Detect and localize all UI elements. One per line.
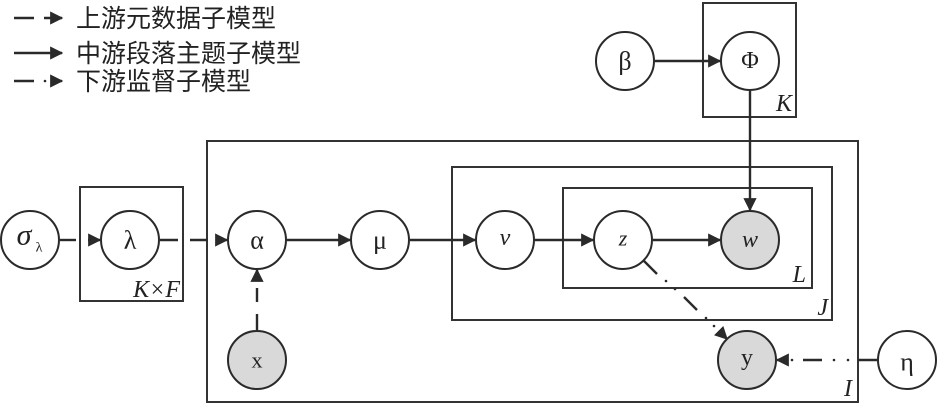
node-z-circle: [593, 210, 653, 270]
plate-I-box: [206, 140, 859, 403]
plate-L-box: [562, 187, 813, 289]
node-x-symbol: x: [252, 348, 263, 373]
node-lambda-circle: [100, 210, 160, 270]
node-beta-symbol: β: [618, 47, 631, 76]
node-phi-symbol: Φ: [741, 48, 759, 74]
legend-label-upstream: 上游元数据子模型: [76, 4, 276, 33]
edge-z-y-dash: [643, 260, 658, 275]
node-x: x: [227, 330, 287, 390]
node-lambda: λ: [100, 210, 160, 270]
node-w-circle: [720, 210, 780, 270]
node-v: v: [475, 210, 535, 270]
node-v-circle: [475, 210, 535, 270]
legend-item-midstream: 中游段落主题子模型: [14, 39, 301, 68]
edge-z-y-dash: [683, 296, 698, 311]
node-eta-circle: [877, 330, 937, 390]
node-beta-circle: [595, 31, 655, 91]
node-sigma-circle: [0, 210, 60, 270]
node-phi-circle: [720, 31, 780, 91]
edge-eta-y-dot: [846, 358, 850, 362]
node-w-symbol: w: [742, 227, 758, 253]
plate-J: J: [451, 166, 833, 321]
plate-L: L: [562, 187, 813, 289]
plate-KxF: K×F: [79, 186, 184, 303]
plate-KxF-box: [79, 186, 184, 302]
plate-L-label: L: [792, 262, 806, 288]
node-y-symbol: y: [741, 345, 753, 371]
node-alpha: α: [227, 210, 287, 270]
plate-K-label: K: [775, 91, 794, 117]
node-x-circle: [227, 330, 287, 390]
node-eta-symbol: η: [900, 348, 914, 377]
node-w: w: [720, 210, 780, 270]
node-sigma-symbol: σ: [17, 219, 33, 252]
node-sigma-lambda: σ λ: [0, 210, 60, 270]
node-z-symbol: z: [618, 226, 628, 251]
plate-J-box: [451, 166, 833, 321]
edge-z-y-arrow: [713, 325, 728, 340]
edge-eta-y-dot: [790, 358, 794, 362]
node-eta: η: [877, 330, 937, 390]
plate-KxF-label: K×F: [132, 277, 180, 303]
legend-label-downstream: 下游监督子模型: [76, 67, 251, 96]
node-lambda-symbol: λ: [124, 226, 137, 255]
node-phi: Φ: [720, 31, 780, 91]
node-beta: β: [595, 31, 655, 91]
edge-z-y-dot: [664, 279, 668, 283]
legend-dot: [43, 79, 47, 83]
node-alpha-circle: [227, 210, 287, 270]
legend-item-downstream: 下游监督子模型: [14, 67, 251, 96]
node-z: z: [593, 210, 653, 270]
edge-z-y-dot: [712, 324, 716, 328]
legend-item-upstream: 上游元数据子模型: [14, 4, 276, 33]
node-mu: μ: [350, 210, 410, 270]
legend-label-midstream: 中游段落主题子模型: [76, 39, 301, 68]
node-mu-symbol: μ: [373, 226, 387, 255]
plate-I: I: [206, 140, 859, 403]
node-alpha-symbol: α: [250, 226, 264, 255]
edge-eta-y-dot: [832, 358, 836, 362]
node-y-circle: [717, 330, 777, 390]
edge-z-y-dot: [673, 287, 677, 291]
edge-z-y-dot: [704, 316, 708, 320]
plate-J-label: J: [817, 295, 829, 321]
node-sigma-subscript: λ: [36, 241, 43, 256]
node-y: y: [717, 330, 777, 390]
node-mu-circle: [350, 210, 410, 270]
edges: [60, 54, 877, 367]
legend: 上游元数据子模型 中游段落主题子模型 下游监督子模型: [14, 4, 301, 96]
plate-I-label: I: [843, 376, 853, 402]
node-v-symbol: v: [500, 225, 511, 251]
